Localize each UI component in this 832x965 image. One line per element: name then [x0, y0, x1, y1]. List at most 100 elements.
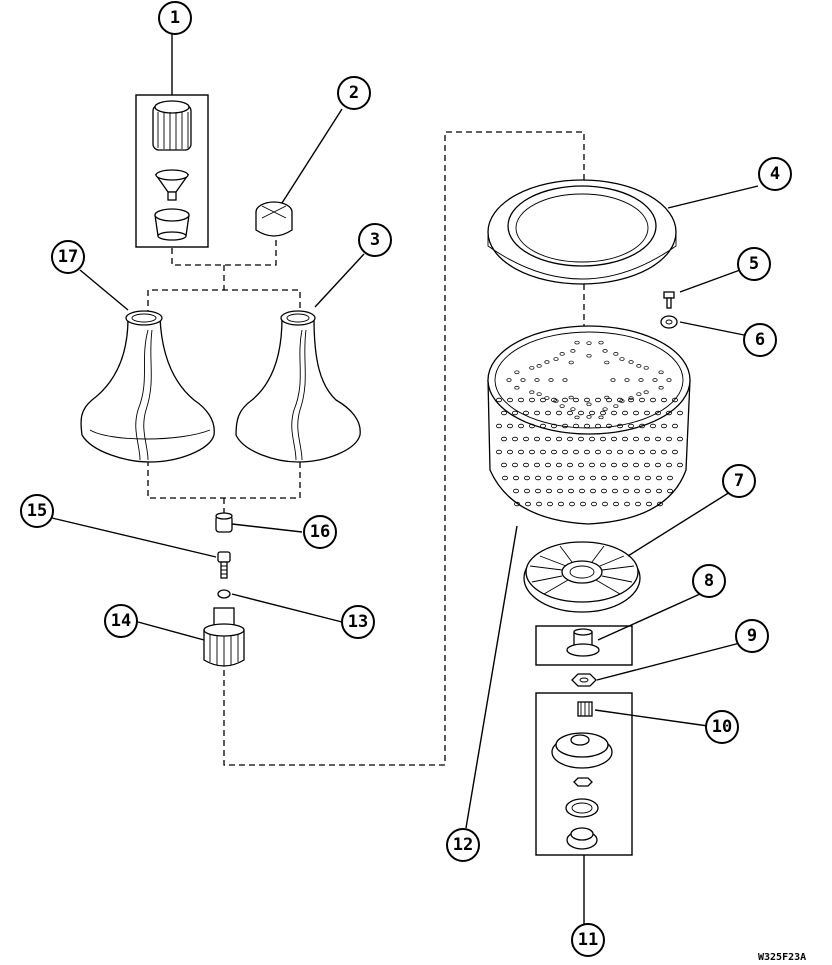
- basket-hole: [559, 352, 565, 356]
- basket-hole: [551, 423, 558, 429]
- dispenser-base: [154, 208, 190, 241]
- basket-hole: [513, 475, 520, 481]
- basket-hole: [567, 436, 574, 442]
- basket-hole: [650, 449, 657, 455]
- callout-3-label: 3: [370, 230, 380, 250]
- callout-7: 7: [722, 464, 756, 498]
- basket-hole: [570, 407, 576, 411]
- basket-hole: [636, 392, 642, 396]
- basket-hole: [589, 462, 596, 468]
- callout-6: 6: [743, 323, 777, 357]
- basket-hole: [512, 462, 519, 468]
- basket-hole: [569, 501, 576, 507]
- basket-hole: [586, 341, 592, 345]
- callout-2-label: 2: [349, 83, 359, 103]
- callout-11-label: 11: [578, 930, 598, 950]
- basket-hole: [546, 475, 553, 481]
- basket-hole: [658, 386, 664, 390]
- callout-1: 1: [158, 1, 192, 35]
- basket-hole: [495, 397, 502, 403]
- basket-hole: [586, 353, 592, 358]
- part-7-hub: [523, 541, 641, 613]
- callout-10: 10: [705, 710, 739, 744]
- basket-hole: [524, 488, 531, 494]
- basket-hole: [655, 462, 662, 468]
- basket-hole: [624, 378, 630, 382]
- basket-hole: [573, 397, 580, 403]
- basket-hole: [518, 423, 525, 429]
- basket-hole: [529, 390, 535, 394]
- basket-hole: [655, 410, 662, 416]
- basket-hole: [586, 402, 592, 407]
- basket-hole: [506, 423, 513, 429]
- basket-hole: [578, 410, 585, 416]
- basket-hole: [536, 501, 543, 507]
- callout-10-label: 10: [712, 717, 732, 737]
- basket-hole: [553, 399, 559, 403]
- basket-hole: [611, 436, 618, 442]
- part-15-bolt: [217, 551, 231, 579]
- basket-hole: [601, 488, 608, 494]
- basket-hole: [540, 423, 547, 429]
- basket-hole: [661, 449, 668, 455]
- basket-hole: [544, 360, 550, 364]
- basket-hole: [518, 397, 525, 403]
- basket-hole: [545, 436, 552, 442]
- basket-hole: [584, 449, 591, 455]
- dispenser-funnel: [154, 169, 190, 201]
- basket-hole: [562, 423, 569, 429]
- basket-hole: [535, 475, 542, 481]
- basket-hole: [604, 395, 610, 400]
- basket-hole: [520, 378, 526, 382]
- callout-7-label: 7: [734, 471, 744, 491]
- basket-hole: [672, 449, 679, 455]
- basket-hole: [643, 390, 649, 394]
- callout-5: 5: [737, 247, 771, 281]
- basket-hole: [573, 423, 580, 429]
- part-12-basket: [487, 325, 691, 525]
- basket-hole: [624, 501, 631, 507]
- basket-hole: [656, 488, 663, 494]
- basket-hole: [628, 360, 634, 364]
- basket-hole: [536, 392, 542, 396]
- basket-hole: [591, 501, 598, 507]
- basket-hole: [495, 449, 502, 455]
- basket-hole: [646, 501, 653, 507]
- basket-hole: [600, 436, 607, 442]
- leader-lines: [51, 34, 759, 829]
- basket-hole: [639, 423, 646, 429]
- basket-hole: [666, 410, 673, 416]
- basket-hole: [672, 423, 679, 429]
- basket-hole: [650, 423, 657, 429]
- basket-hole: [600, 462, 607, 468]
- basket-hole: [633, 436, 640, 442]
- basket-hole: [546, 488, 553, 494]
- basket-hole: [650, 397, 657, 403]
- basket-hole: [535, 488, 542, 494]
- basket-hole: [611, 462, 618, 468]
- basket-hole: [661, 423, 668, 429]
- basket-hole: [623, 475, 630, 481]
- basket-hole: [604, 360, 610, 365]
- callout-8: 8: [692, 564, 726, 598]
- basket-hole: [672, 397, 679, 403]
- dispenser-cap: [152, 100, 192, 151]
- basket-hole: [524, 475, 531, 481]
- basket-hole: [529, 397, 536, 403]
- basket-hole: [529, 366, 535, 370]
- callout-14-label: 14: [111, 611, 131, 631]
- basket-hole: [567, 462, 574, 468]
- basket-hole: [545, 462, 552, 468]
- basket-hole: [570, 349, 576, 353]
- basket-hole: [595, 397, 602, 403]
- basket-hole: [595, 449, 602, 455]
- basket-hole: [645, 475, 652, 481]
- basket-hole: [666, 378, 672, 382]
- basket-hole: [655, 436, 662, 442]
- callout-13-label: 13: [348, 612, 368, 632]
- basket-hole: [661, 397, 668, 403]
- basket-hole: [544, 396, 550, 400]
- basket-hole: [513, 488, 520, 494]
- part-11-group: [535, 692, 633, 925]
- basket-hole: [666, 436, 673, 442]
